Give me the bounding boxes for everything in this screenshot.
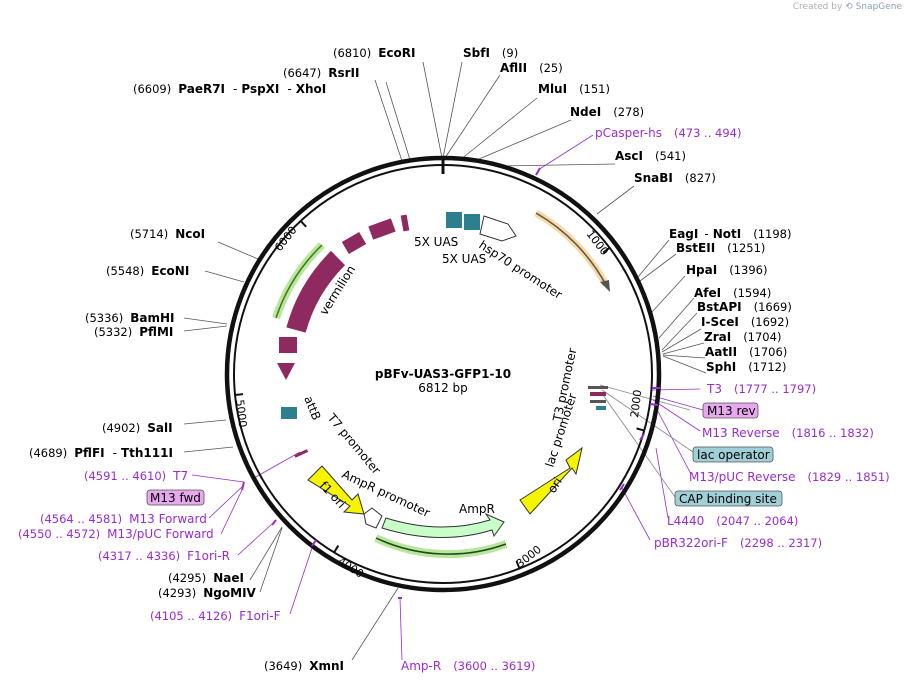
primer-pcasper: pCasper-hs(473 .. 494) xyxy=(595,126,741,140)
connector-lines xyxy=(183,61,707,661)
site-bsteii: BstEII(1251) xyxy=(676,241,765,255)
site-econi: (5548)EcoNI xyxy=(106,264,189,278)
tick-4000: 4000 xyxy=(335,555,366,581)
tick-mark-2000 xyxy=(636,427,645,432)
site-zrai: ZraI(1704) xyxy=(704,330,781,344)
site-eagi-noti: EagI-NotI(1198) xyxy=(669,227,791,241)
primer-m13pucrev: M13/pUC Reverse(1829 .. 1851) xyxy=(689,470,890,484)
primer-box-m13rev xyxy=(702,402,759,419)
primer-tick-marks xyxy=(241,167,660,599)
feature-cap: CAP binding site xyxy=(679,492,777,506)
feature-ori xyxy=(519,446,583,515)
site-ncoi: (5714)NcoI xyxy=(130,227,205,241)
primer-m13forward: (4564 .. 4581)M13 Forward xyxy=(40,512,207,526)
primer-t7: (4591 .. 4610)T7 xyxy=(84,469,188,483)
site-sbfi: SbfI(9) xyxy=(463,46,518,60)
site-sali: (4902)SalI xyxy=(102,421,173,435)
feature-vermilion xyxy=(272,214,410,380)
primer-m13fwd: M13 fwd xyxy=(150,491,201,505)
site-aatii: AatII(1706) xyxy=(705,345,787,359)
feature-orange-arrow xyxy=(534,209,610,292)
plasmid-name: pBFv-UAS3-GFP1-10 xyxy=(375,367,511,381)
primer-box-m13fwd xyxy=(146,489,205,506)
enzyme-labels: (6810)EcoRI SbfI(9) AflII(25) MluI(151) … xyxy=(29,46,792,673)
snapgene-logo-icon: ⟲ xyxy=(845,2,853,12)
site-ndei: NdeI(278) xyxy=(570,105,644,119)
feature-box-lacop xyxy=(692,446,774,463)
feature-label-uas1: 5X UAS xyxy=(414,235,458,249)
site-mlui: MluI(151) xyxy=(538,82,610,96)
site-aflii: AflII(25) xyxy=(500,61,563,75)
site-xmni: (3649)XmnI xyxy=(264,659,344,673)
feature-label-ampr: AmpR xyxy=(459,502,495,516)
primer-m13reverse: M13 Reverse(1816 .. 1832) xyxy=(702,426,874,440)
plasmid-size: 6812 bp xyxy=(418,381,468,395)
primer-m13rev: M13 rev xyxy=(707,404,756,418)
site-hpai: HpaI(1396) xyxy=(686,263,767,277)
tick-mark-1000 xyxy=(602,246,611,254)
feature-label-t7prom: T7 promoter xyxy=(324,410,383,477)
site-asci: AscI(541) xyxy=(615,149,686,163)
credit-prefix: Created by xyxy=(792,2,843,12)
site-ecori: (6810)EcoRI xyxy=(333,46,416,60)
primer-t3: T3(1777 .. 1797) xyxy=(706,382,816,396)
tick-marks xyxy=(234,220,645,569)
site-ngomiv: (4293)NgoMIV xyxy=(158,586,257,600)
primer-m13pucfwd: (4550 .. 4572)M13/pUC Forward xyxy=(18,527,214,541)
site-bstapi: BstAPI(1669) xyxy=(697,300,792,314)
feature-box-cap xyxy=(674,490,783,507)
feature-label-uas2: 5X UAS xyxy=(442,252,486,266)
tick-mark-3000 xyxy=(515,560,521,569)
primer-l4440: L4440(2047 .. 2064) xyxy=(667,514,798,528)
tick-mark-5000 xyxy=(234,393,244,396)
feature-uas xyxy=(281,212,517,419)
feature-f1-ori xyxy=(307,465,365,515)
site-pflmi: (5332)PflMI xyxy=(94,325,173,339)
site-afei: AfeI(1594) xyxy=(694,286,771,300)
primer-labels: pCasper-hs(473 .. 494) T3(1777 .. 1797) … xyxy=(18,126,890,673)
site-iscei: I-SceI(1692) xyxy=(701,315,789,329)
backbone xyxy=(224,155,662,593)
site-rsrii: (6647)RsrII xyxy=(283,66,359,80)
credit-brand: SnapGene xyxy=(855,2,902,12)
feature-lacop-marks xyxy=(294,386,608,458)
snapgene-credit: Created by ⟲ SnapGene xyxy=(793,2,902,12)
feature-label-hsp70: hsp70 promoter xyxy=(476,238,564,302)
site-naei: (4295)NaeI xyxy=(168,571,244,585)
tick-5000: 5000 xyxy=(233,399,249,428)
primer-ampr: Amp-R(3600 .. 3619) xyxy=(401,659,535,673)
site-sphi: SphI(1712) xyxy=(706,360,787,374)
tick-mark-4000 xyxy=(333,545,340,553)
feature-lacop: lac operator xyxy=(697,448,770,462)
site-snabi: SnaBI(827) xyxy=(634,171,716,185)
tick-mark-6000 xyxy=(299,220,307,228)
primer-connectors xyxy=(191,134,704,661)
primer-f1orif: (4105 .. 4126)F1ori-F xyxy=(150,609,281,623)
tick-2000: 2000 xyxy=(628,389,644,418)
site-pflfi-tth111i: (4689)PflFI-Tth111I xyxy=(29,446,173,460)
feature-label-attb: attB xyxy=(301,394,323,422)
feature-ampr xyxy=(363,507,508,559)
primer-pbr322: pBR322ori-F(2298 .. 2317) xyxy=(654,536,822,550)
site-paer7i-pspxi-xhoi: (6609)PaeR7I-PspXI-XhoI xyxy=(133,82,326,96)
site-bamhi: (5336)BamHI xyxy=(85,311,175,325)
primer-f1orir: (4317 .. 4336)F1ori-R xyxy=(98,549,230,563)
